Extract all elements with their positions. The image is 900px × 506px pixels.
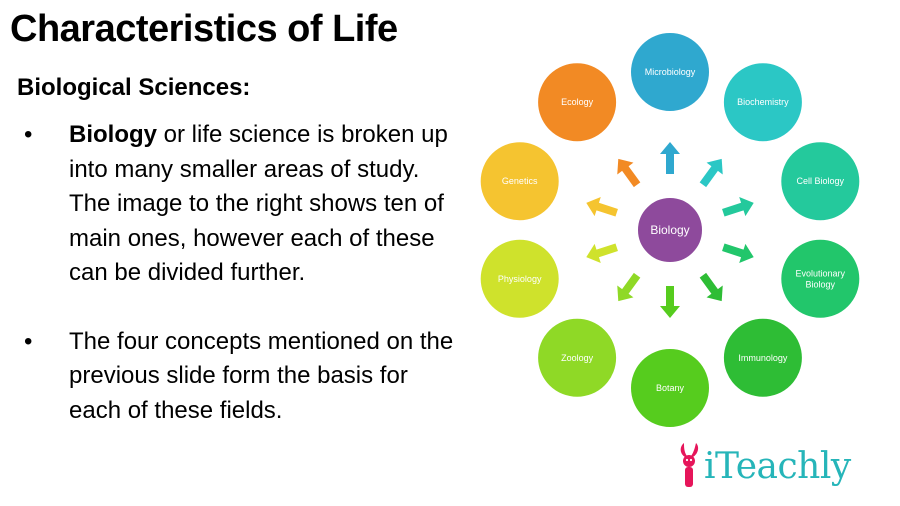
field-node-circle xyxy=(779,237,862,320)
field-node-label: Evolutionary xyxy=(796,268,846,278)
field-node-circle xyxy=(779,140,862,223)
field-node-circle xyxy=(629,347,711,429)
bullet-text: or life science is broken up into many s… xyxy=(69,121,448,286)
field-node: Ecology xyxy=(536,61,619,144)
connector-arrow xyxy=(660,286,680,318)
connector-arrow xyxy=(699,158,723,188)
field-node-circle xyxy=(721,316,804,399)
bullet-text: The four concepts mentioned on the previ… xyxy=(69,327,454,424)
connector-arrow xyxy=(586,243,618,263)
field-node: Microbiology xyxy=(629,31,711,113)
field-node: Zoology xyxy=(536,316,619,399)
field-node: Botany xyxy=(629,347,711,429)
bullet-list: • Biology or life science is broken up i… xyxy=(24,118,464,428)
logo-text: iTeachly xyxy=(704,445,851,487)
bullet-marker: • xyxy=(24,121,33,148)
connector-arrow xyxy=(617,158,641,188)
field-node-label: Biochemistry xyxy=(737,97,789,107)
connector-arrow xyxy=(722,197,754,217)
field-node-label: Ecology xyxy=(561,97,594,107)
field-node-label: Microbiology xyxy=(645,67,696,77)
field-node: Cell Biology xyxy=(779,140,862,223)
bullet-bold-term: Biology xyxy=(69,121,157,148)
field-node-label: Zoology xyxy=(561,353,594,363)
bullet-item: • The four concepts mentioned on the pre… xyxy=(24,325,464,429)
iteachly-logo: iTeachly xyxy=(676,441,851,491)
field-node-circle xyxy=(629,31,711,113)
center-node xyxy=(636,196,704,264)
connector-arrow xyxy=(617,272,641,302)
center-node-label: Biology xyxy=(650,223,689,237)
field-node: Genetics xyxy=(478,140,561,223)
field-node-label: Genetics xyxy=(502,176,538,186)
field-node-circle xyxy=(536,61,619,144)
slide-title: Characteristics of Life xyxy=(10,8,398,50)
connector-arrow xyxy=(699,272,723,302)
field-node-label: Cell Biology xyxy=(797,176,845,186)
field-node-circle xyxy=(478,140,561,223)
connector-arrow xyxy=(586,197,618,217)
field-node-label: Immunology xyxy=(738,353,788,363)
rabbit-icon xyxy=(680,443,699,487)
field-node-circle xyxy=(478,237,561,320)
field-node-circle xyxy=(721,61,804,144)
field-node: Physiology xyxy=(478,237,561,320)
slide-subtitle: Biological Sciences: xyxy=(17,74,251,101)
field-node: Biochemistry xyxy=(721,61,804,144)
bullet-item: • Biology or life science is broken up i… xyxy=(24,118,464,291)
field-node-label: Physiology xyxy=(498,274,542,284)
field-node-circle xyxy=(536,316,619,399)
field-node: Immunology xyxy=(721,316,804,399)
connector-arrow xyxy=(660,142,680,174)
field-node-label: Biology xyxy=(806,279,836,289)
connector-arrow xyxy=(722,243,754,263)
bullet-marker: • xyxy=(24,327,33,355)
field-node-label: Botany xyxy=(656,383,685,393)
